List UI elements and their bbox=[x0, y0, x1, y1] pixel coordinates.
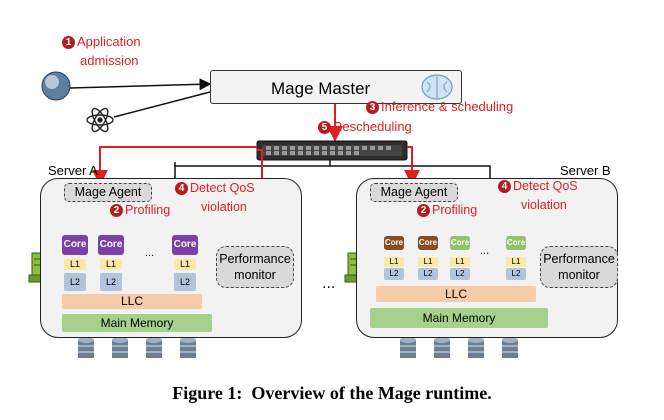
server-b-l1-1: L1 bbox=[384, 257, 404, 267]
server-a-l2-2: L2 bbox=[100, 273, 122, 291]
server-a-l2-1: L2 bbox=[64, 273, 86, 291]
database-icon bbox=[78, 337, 518, 358]
server-b-core-3: Core bbox=[450, 236, 470, 250]
atom-icon bbox=[86, 107, 114, 133]
step4a-line2: violation bbox=[201, 200, 247, 214]
step1-line1: Application bbox=[77, 34, 141, 49]
server-b-l2-1: L2 bbox=[384, 268, 404, 280]
server-b-l2-2: L2 bbox=[418, 268, 438, 280]
server-b-name: Server B bbox=[560, 163, 611, 178]
server-a-core-1: Core bbox=[62, 235, 88, 255]
step4a-line1: Detect QoS bbox=[190, 181, 255, 195]
server-b-agent: Mage Agent bbox=[370, 183, 458, 202]
step4a-badge: 4 bbox=[175, 182, 188, 196]
server-b-llc: LLC bbox=[376, 286, 536, 302]
server-b-l1-4: L1 bbox=[506, 257, 526, 267]
server-a bbox=[40, 178, 302, 338]
server-a-perf-line2: monitor bbox=[234, 268, 276, 282]
step2b-text: Profiling bbox=[432, 203, 478, 217]
server-b-core-dots: ... bbox=[480, 245, 490, 257]
server-b-perf-line2: monitor bbox=[558, 268, 600, 282]
server-a-agent: Mage Agent bbox=[64, 183, 152, 202]
between-dots: ... bbox=[322, 275, 336, 292]
mage-master-box: Mage Master bbox=[210, 70, 462, 104]
server-a-l2-3: L2 bbox=[174, 273, 196, 291]
server-a-core-dots: ... bbox=[145, 247, 155, 259]
step4b-badge: 4 bbox=[498, 180, 511, 194]
step1-line2: admission bbox=[80, 53, 139, 68]
server-b-core-2: Core bbox=[418, 236, 438, 250]
server-a-core-2: Core bbox=[98, 235, 124, 255]
brain-icon bbox=[421, 74, 453, 100]
server-a-l1-1: L1 bbox=[64, 259, 86, 270]
server-b-memory: Main Memory bbox=[370, 308, 548, 328]
server-a-name: Server A bbox=[48, 163, 98, 178]
globe-icon bbox=[41, 71, 71, 101]
server-a-perf-line1: Performance bbox=[219, 252, 291, 266]
step1-badge: 1 bbox=[62, 36, 75, 50]
server-b-l1-2: L1 bbox=[418, 257, 438, 267]
server-a-l1-2: L1 bbox=[100, 259, 122, 270]
master-label: Mage Master bbox=[271, 79, 371, 98]
server-b-l1-3: L1 bbox=[450, 257, 470, 267]
network-switch-icon bbox=[256, 140, 408, 161]
step5-text: Rescheduling bbox=[333, 119, 412, 134]
server-b-core-4: Core bbox=[506, 236, 526, 250]
step4b-line1: Detect QoS bbox=[513, 179, 578, 193]
server-b-perf-line1: Performance bbox=[543, 252, 615, 266]
step2a-text: Profiling bbox=[125, 203, 171, 217]
step5-badge: 5 bbox=[318, 121, 331, 135]
figure-caption: Figure 1: Overview of the Mage runtime. bbox=[172, 383, 492, 403]
step2b-badge: 2 bbox=[417, 204, 430, 218]
server-b-core-1: Core bbox=[384, 236, 404, 250]
server-a-memory: Main Memory bbox=[62, 314, 212, 332]
step4b-line2: violation bbox=[521, 198, 567, 212]
server-b-l2-4: L2 bbox=[506, 268, 526, 280]
server-b-l2-3: L2 bbox=[450, 268, 470, 280]
step2a-badge: 2 bbox=[110, 204, 123, 218]
server-a-core-3: Core bbox=[172, 235, 198, 255]
step3-badge: 3 bbox=[366, 101, 379, 115]
server-a-perf-monitor: Performance monitor bbox=[216, 246, 294, 288]
step3-text: Inference & scheduling bbox=[381, 99, 514, 114]
server-a-llc: LLC bbox=[62, 294, 202, 309]
server-b-perf-monitor: Performance monitor bbox=[540, 246, 618, 288]
server-a-l1-3: L1 bbox=[174, 259, 196, 270]
